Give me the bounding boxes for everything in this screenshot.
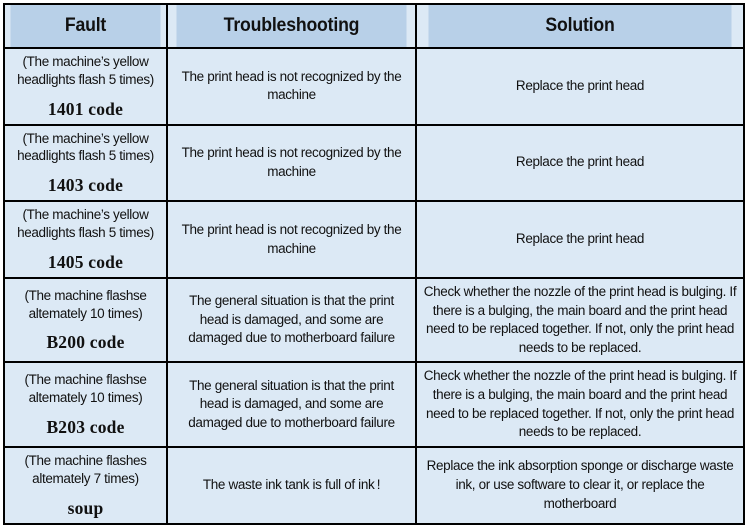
fault-code: B203 code	[46, 416, 125, 437]
column-header-solution: Solution	[426, 3, 734, 49]
fault-cell: (The machine’s yellow headlights flash 5…	[3, 47, 168, 126]
column-header-fault: Fault	[8, 3, 163, 49]
troubleshooting-cell: The print head is not recognized by the …	[166, 123, 417, 203]
troubleshooting-cell: The general situation is that the print …	[166, 361, 417, 448]
fault-description: (The machine flashes altemately 7 times)	[24, 452, 147, 486]
fault-description: (The machine flashse altemately 10 times…	[24, 287, 147, 321]
table-header: Fault Troubleshooting Solution	[4, 3, 744, 49]
solution-text: Replace the print head	[515, 77, 645, 93]
fault-description: (The machine flashse altemately 10 times…	[24, 372, 147, 406]
troubleshooting-cell: The general situation is that the print …	[166, 276, 417, 364]
solution-cell: Replace the print head	[415, 200, 745, 279]
troubleshooting-cell: The print head is not recognized by the …	[166, 47, 417, 126]
solution-cell: Replace the print head	[415, 47, 745, 126]
table-body: (The machine’s yellow headlights flash 5…	[3, 47, 745, 525]
solution-text: Replace the print head	[515, 231, 645, 247]
solution-cell: Check whether the nozzle of the print he…	[415, 361, 745, 448]
table-row: (The machine flashse altemately 10 times…	[3, 276, 745, 364]
fault-cell: (The machine’s yellow headlights flash 5…	[3, 123, 168, 203]
table-header-row: Fault Troubleshooting Solution	[4, 3, 744, 49]
solution-cell: Check whether the nozzle of the print he…	[415, 276, 745, 364]
column-header-troubleshooting: Troubleshooting	[174, 3, 409, 49]
table-row: (The machine’s yellow headlights flash 5…	[3, 200, 745, 279]
fault-cell: (The machine flashse altemately 10 times…	[3, 276, 168, 364]
solution-cell: Replace the print head	[415, 123, 745, 203]
solution-text: Replace the ink absorption sponge or dis…	[426, 458, 734, 511]
table-row: (The machine flashes altemately 7 times)…	[3, 445, 745, 525]
fault-code: 1405 code	[47, 251, 124, 272]
table-row: (The machine’s yellow headlights flash 5…	[3, 47, 745, 126]
fault-code: B200 code	[46, 332, 125, 353]
troubleshooting-text: The print head is not recognized by the …	[181, 221, 402, 256]
table-row: (The machine’s yellow headlights flash 5…	[3, 123, 745, 203]
fault-description: (The machine’s yellow headlights flash 5…	[17, 207, 154, 241]
solution-cell: Replace the ink absorption sponge or dis…	[415, 445, 745, 525]
fault-cell: (The machine flashes altemately 7 times)…	[3, 445, 168, 525]
troubleshooting-cell: The waste ink tank is full of ink !	[166, 445, 417, 525]
solution-text: Check whether the nozzle of the print he…	[423, 283, 737, 355]
fault-code-table-container: Fault Troubleshooting Solution (The mach…	[3, 3, 745, 525]
table-row: (The machine flashse altemately 10 times…	[3, 361, 745, 448]
solution-text: Replace the print head	[515, 154, 645, 170]
troubleshooting-text: The waste ink tank is full of ink !	[202, 476, 381, 492]
fault-code: 1403 code	[47, 175, 124, 196]
fault-description: (The machine’s yellow headlights flash 5…	[17, 130, 154, 164]
troubleshooting-text: The general situation is that the print …	[188, 377, 395, 430]
fault-code: 1401 code	[47, 98, 124, 119]
troubleshooting-text: The general situation is that the print …	[188, 293, 395, 346]
fault-cell: (The machine’s yellow headlights flash 5…	[3, 200, 168, 279]
troubleshooting-cell: The print head is not recognized by the …	[166, 200, 417, 279]
fault-cell: (The machine flashse altemately 10 times…	[3, 361, 168, 448]
troubleshooting-text: The print head is not recognized by the …	[181, 145, 402, 179]
fault-code-table: Fault Troubleshooting Solution (The mach…	[3, 3, 745, 525]
fault-description: (The machine’s yellow headlights flash 5…	[17, 54, 154, 87]
solution-text: Check whether the nozzle of the print he…	[423, 368, 737, 440]
troubleshooting-text: The print head is not recognized by the …	[181, 68, 402, 103]
